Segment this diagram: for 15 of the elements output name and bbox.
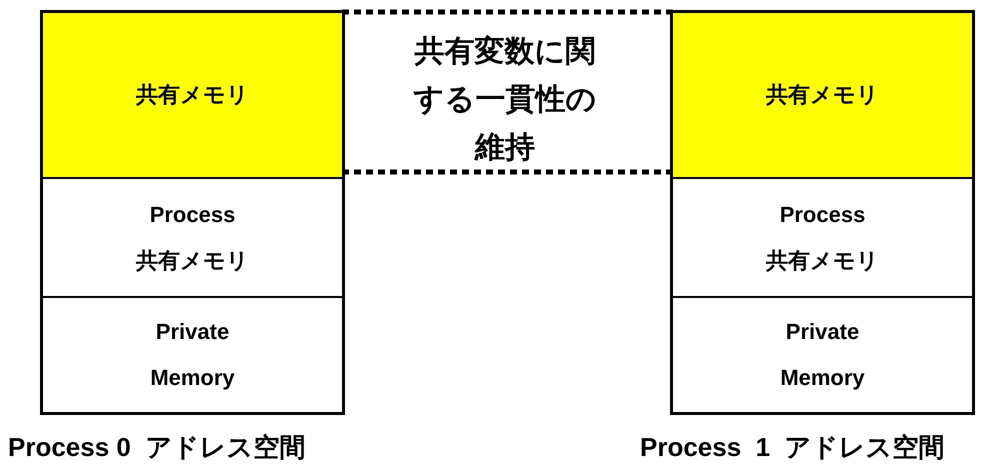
address-space-box [670,10,975,415]
memory-region [43,13,342,179]
node-label: Process 0 アドレス空間 [8,431,306,464]
region-label: Private Memory [149,318,236,392]
region-label: Private Memory [779,318,866,392]
region-label: Process 共有メモリ [765,200,880,274]
region-label: 共有メモリ [135,81,250,109]
region-label: 共有メモリ [765,81,880,109]
memory-region [673,13,972,179]
address-space-box [40,10,345,415]
region-label: Process 共有メモリ [135,200,250,274]
note-text: 共有変数に関する一貫性の維持 [412,34,598,166]
node-label: Process 1 アドレス空間 [640,431,945,464]
dotted-line [342,10,673,14]
dotted-line [342,170,673,174]
